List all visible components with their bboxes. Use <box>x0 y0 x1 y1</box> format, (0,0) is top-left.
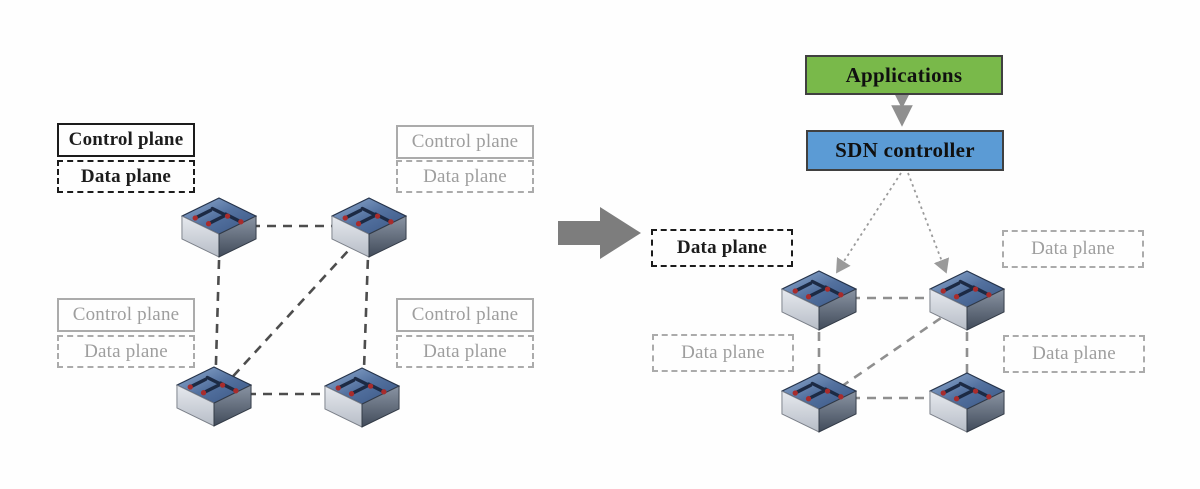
control-plane-label: Control plane <box>396 125 534 159</box>
network-switch-icon <box>181 197 257 258</box>
control-plane-label: Control plane <box>396 298 534 332</box>
controller-link-right-arrow-icon <box>907 172 950 274</box>
transform-right-block-arrow-icon <box>558 207 641 259</box>
controller-link-left-arrow-icon <box>836 172 902 274</box>
data-plane-label: Data plane <box>57 160 195 193</box>
applications-box: Applications <box>805 55 1003 95</box>
data-plane-label: Data plane <box>1003 335 1145 373</box>
data-plane-label: Data plane <box>1002 230 1144 268</box>
network-switch-icon <box>331 197 407 258</box>
control-plane-label: Control plane <box>57 123 195 157</box>
controller-switch-links <box>836 172 950 274</box>
network-switch-icon <box>929 270 1005 331</box>
data-plane-label: Data plane <box>652 334 794 372</box>
control-plane-label: Control plane <box>57 298 195 332</box>
data-plane-label: Data plane <box>396 160 534 193</box>
network-switch-icon <box>929 372 1005 433</box>
data-plane-label: Data plane <box>57 335 195 368</box>
data-plane-label: Data plane <box>651 229 793 267</box>
sdn-controller-box: SDN controller <box>806 130 1004 171</box>
network-switch-icon <box>324 367 400 428</box>
left-topology-links <box>213 224 371 398</box>
network-switch-icon <box>781 372 857 433</box>
data-plane-label: Data plane <box>396 335 534 368</box>
network-switch-icon <box>176 366 252 427</box>
network-switch-icon <box>781 270 857 331</box>
